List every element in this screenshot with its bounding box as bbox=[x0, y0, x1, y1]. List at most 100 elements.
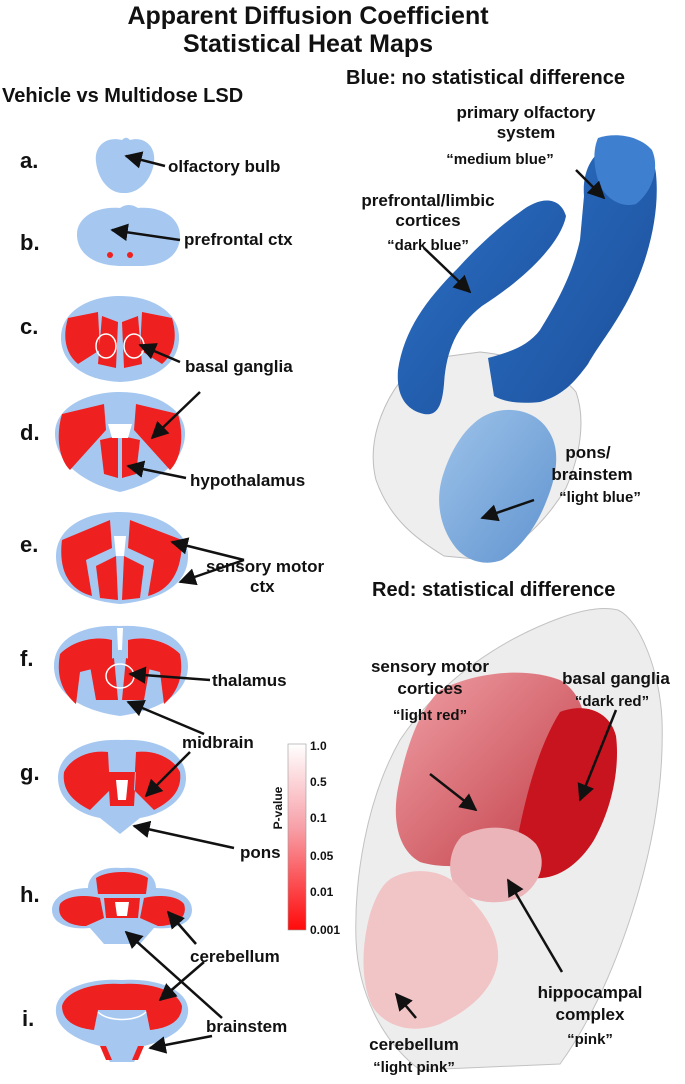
red-region-3-shade: “pink” bbox=[567, 1031, 613, 1048]
slice-d: d. hypothalamus bbox=[20, 391, 305, 492]
slice-a-section bbox=[95, 137, 155, 194]
slice-f: f. thalamus midbrain bbox=[20, 625, 287, 752]
blue-region-2-line2: cortices bbox=[395, 211, 460, 230]
slice-h-pointer-cerebellum bbox=[166, 910, 197, 945]
red-pointer-hippocampal bbox=[506, 878, 564, 973]
slice-i-pointer-brainstem bbox=[148, 1034, 213, 1054]
blue-region-1-line1: primary olfactory bbox=[457, 103, 596, 122]
red-region-1-shade: “light red” bbox=[393, 707, 467, 724]
red-3d-render: sensory motor cortices “light red” basal… bbox=[355, 607, 670, 1076]
slice-i-label: brainstem bbox=[206, 1017, 287, 1036]
slice-b-pointer bbox=[110, 223, 181, 242]
title-line-1: Apparent Diffusion Coefficient bbox=[127, 2, 489, 30]
colorbar-tick-6: 0.001 bbox=[310, 923, 340, 937]
slice-f-red bbox=[58, 638, 182, 704]
blue-pointer-prefrontal bbox=[423, 247, 472, 294]
slice-a: a. olfactory bulb bbox=[20, 137, 280, 194]
colorbar-gradient bbox=[287, 743, 307, 931]
blue-pointer-pons bbox=[480, 498, 535, 522]
slice-f-label-thalamus: thalamus bbox=[212, 671, 287, 690]
colorbar-tick-1: 1.0 bbox=[310, 739, 327, 753]
title-line-2: Statistical Heat Maps bbox=[183, 30, 433, 58]
slice-h-pointer-brainstem bbox=[124, 930, 223, 1019]
slice-e-label-line1: sensory motor bbox=[206, 557, 324, 576]
slice-b: b. prefrontal ctx bbox=[20, 205, 293, 266]
red-cerebellum bbox=[363, 871, 499, 1029]
slice-g-pointer-pons bbox=[132, 820, 235, 850]
slice-f-pointer-thalamus bbox=[128, 666, 211, 684]
slice-letter-h: h. bbox=[20, 882, 40, 907]
slice-b-label: prefrontal ctx bbox=[184, 230, 293, 249]
slice-letter-b: b. bbox=[20, 230, 40, 255]
slice-e-label-line2: ctx bbox=[250, 577, 275, 596]
slice-b-spot-right bbox=[127, 252, 133, 258]
colorbar-tick-3: 0.1 bbox=[310, 811, 327, 825]
slice-h: h. cerebellum bbox=[20, 867, 280, 1019]
slice-letter-d: d. bbox=[20, 420, 40, 445]
slice-i-outline bbox=[97, 1011, 147, 1021]
blue-prefrontal-limbic bbox=[488, 143, 657, 403]
slice-h-white-ventricle bbox=[115, 902, 129, 916]
blue-region-2-line1: prefrontal/limbic bbox=[361, 191, 494, 210]
blue-prefrontal-arm bbox=[397, 200, 566, 415]
left-heading: Vehicle vs Multidose LSD bbox=[2, 85, 243, 107]
slice-f-pointer-midbrain bbox=[126, 700, 205, 736]
colorbar-axis-label: P-value bbox=[271, 786, 285, 829]
slice-g: g. pons bbox=[20, 739, 281, 862]
slice-d-pointer-basal bbox=[150, 391, 201, 440]
slice-i-red-stripes bbox=[100, 1046, 144, 1060]
slice-letter-g: g. bbox=[20, 760, 40, 785]
blue-pointer-olfactory bbox=[575, 169, 606, 200]
red-region-3-line2: complex bbox=[556, 1005, 626, 1024]
slice-g-label: pons bbox=[240, 843, 281, 862]
red-region-1-line2: cortices bbox=[397, 679, 462, 698]
slice-d-pointer-hypo bbox=[126, 460, 187, 480]
slice-letter-a: a. bbox=[20, 148, 38, 173]
slice-e-red bbox=[61, 520, 182, 600]
slice-e-pointer-upper bbox=[170, 537, 245, 562]
red-heading: Red: statistical difference bbox=[372, 579, 615, 601]
red-region-3-line1: hippocampal bbox=[538, 983, 643, 1002]
red-region-2-line1: basal ganglia bbox=[562, 669, 670, 688]
red-hippocampal bbox=[450, 827, 542, 903]
blue-olfactory bbox=[594, 135, 656, 206]
blue-region-3-line1: pons/ bbox=[565, 443, 611, 462]
slice-letter-f: f. bbox=[20, 646, 33, 671]
blue-region-3-shade: “light blue” bbox=[559, 489, 641, 506]
red-region-4-line1: cerebellum bbox=[369, 1035, 459, 1054]
slice-i-pointer-cerebellum bbox=[158, 961, 205, 1002]
slice-h-label: cerebellum bbox=[190, 947, 280, 966]
colorbar-tick-5: 0.01 bbox=[310, 885, 334, 899]
red-pointer-sensory bbox=[429, 773, 478, 812]
red-region-4-shade: “light pink” bbox=[373, 1059, 455, 1076]
red-pointer-cerebellum bbox=[394, 992, 417, 1019]
blue-3d-render: primary olfactory system “medium blue” p… bbox=[361, 103, 657, 563]
slice-e: e. sensory motor ctx bbox=[20, 512, 324, 604]
slice-a-pointer bbox=[124, 151, 166, 169]
slice-b-spot-left bbox=[107, 252, 113, 258]
slice-letter-i: i. bbox=[22, 1006, 34, 1031]
slice-c-outline-left bbox=[95, 333, 117, 359]
slice-f-label-midbrain: midbrain bbox=[182, 733, 254, 752]
slice-c-label: basal ganglia bbox=[185, 357, 293, 376]
blue-region-1-shade: “medium blue” bbox=[446, 151, 554, 168]
slice-d-red bbox=[58, 404, 182, 478]
slice-g-white-ventricle bbox=[116, 780, 128, 800]
blue-region-3-line2: brainstem bbox=[551, 465, 632, 484]
slice-i-red-cerebellum bbox=[62, 983, 182, 1030]
colorbar-tick-2: 0.5 bbox=[310, 775, 327, 789]
blue-heading: Blue: no statistical difference bbox=[346, 67, 625, 89]
red-pointer-basal bbox=[577, 709, 618, 802]
slice-letter-e: e. bbox=[20, 532, 38, 557]
slice-a-label: olfactory bulb bbox=[168, 157, 280, 176]
colorbar-tick-4: 0.05 bbox=[310, 849, 334, 863]
slice-d-white-ventricle bbox=[108, 424, 132, 438]
blue-region-1-line2: system bbox=[497, 123, 556, 142]
slice-h-red bbox=[59, 872, 185, 926]
slice-d-label: hypothalamus bbox=[190, 471, 305, 490]
slice-f-white-midline bbox=[117, 628, 123, 650]
red-basal-ganglia bbox=[517, 708, 618, 879]
slice-letter-c: c. bbox=[20, 314, 38, 339]
slice-e-pointer-lower bbox=[178, 558, 245, 586]
